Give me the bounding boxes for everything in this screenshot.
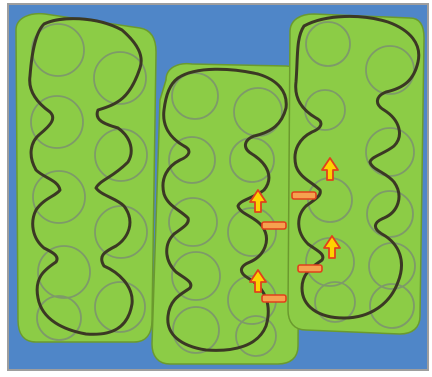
side-dash-icon <box>262 222 286 229</box>
middle-column <box>152 64 300 364</box>
right-column <box>288 14 424 334</box>
side-dash-icon <box>292 192 316 199</box>
side-dash-icon <box>298 265 322 272</box>
side-dash-icon <box>262 295 286 302</box>
middle-column-cell <box>152 64 300 364</box>
left-column <box>16 14 156 342</box>
